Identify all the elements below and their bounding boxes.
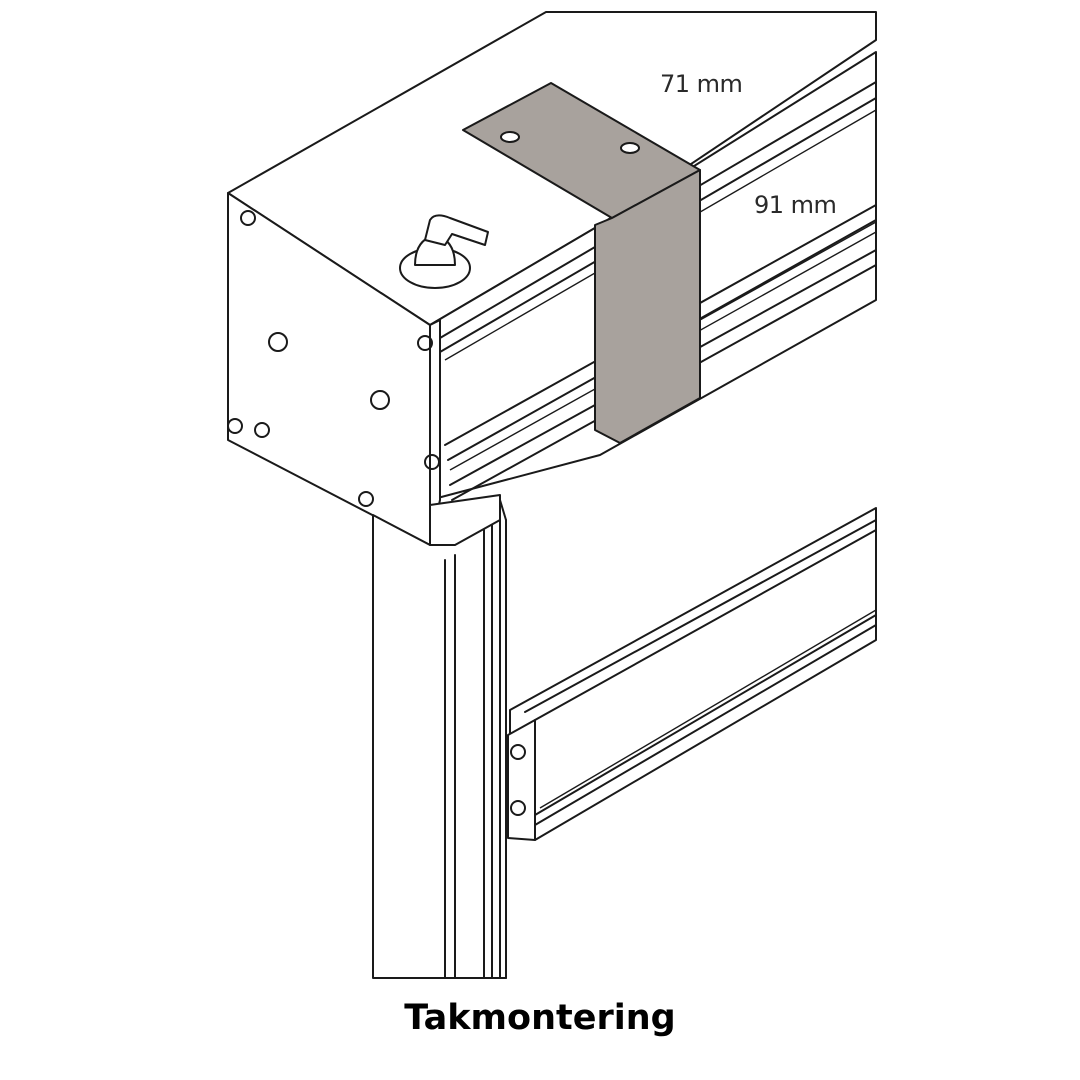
housing-side-face bbox=[429, 319, 441, 546]
ceiling-bracket bbox=[462, 82, 701, 444]
cable-gland bbox=[399, 214, 489, 289]
vertical-post bbox=[372, 494, 507, 979]
dimension-top-label: 71 mm bbox=[660, 70, 743, 98]
bracket-side bbox=[594, 169, 701, 444]
dimension-bottom-label: 91 mm bbox=[754, 191, 837, 219]
lower-rail bbox=[507, 507, 877, 841]
caption-title: Takmontering bbox=[404, 998, 676, 1038]
